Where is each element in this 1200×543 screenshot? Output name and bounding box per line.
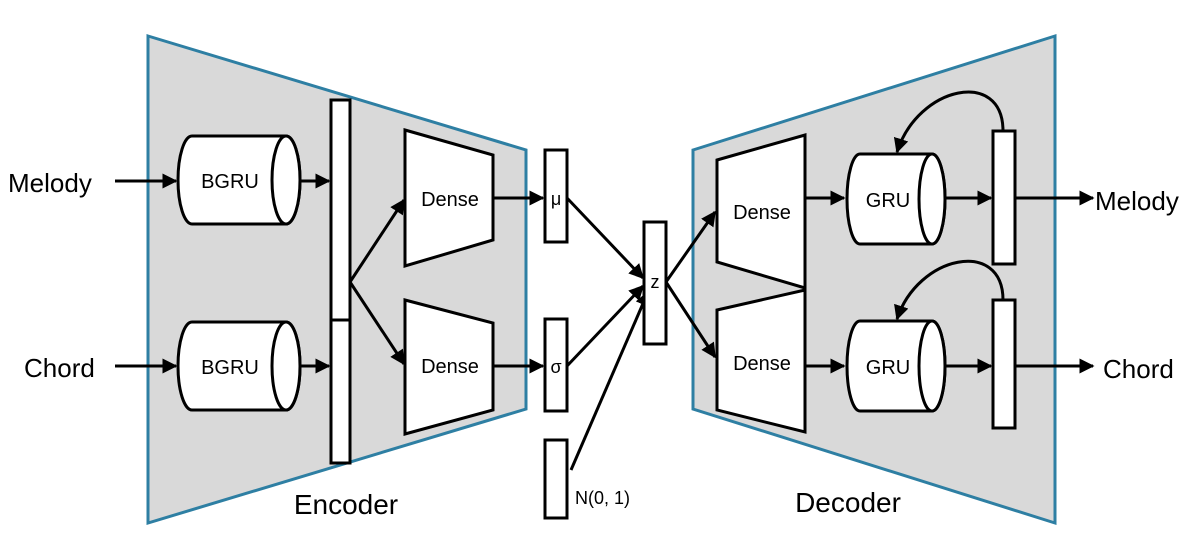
- mu-bar: [543, 148, 569, 244]
- gru-bottom: GRU: [845, 319, 947, 413]
- decoder-out-bar-bottom: [991, 298, 1017, 430]
- encoder-dense-top-label: Dense: [421, 189, 479, 211]
- arrow-noise-z: [569, 290, 650, 471]
- decoder-dense-bottom: Dense: [715, 288, 807, 434]
- gru-top: GRU: [845, 152, 947, 246]
- sigma-label: σ: [550, 357, 561, 377]
- decoder-dense-bottom-label: Dense: [733, 353, 791, 375]
- output-melody-label: Melody: [1095, 186, 1179, 216]
- arrow-mu-z: [565, 196, 645, 280]
- decoder-dense-top: Dense: [715, 133, 807, 291]
- decoder-label: Decoder: [795, 487, 901, 518]
- arrow-concat-dense-top: [348, 198, 406, 283]
- bgru-top-label: BGRU: [201, 171, 259, 193]
- noise-label: N(0, 1): [575, 488, 630, 508]
- input-melody-label: Melody: [8, 168, 92, 198]
- gru-top-label: GRU: [866, 190, 910, 212]
- output-chord-label: Chord: [1103, 354, 1174, 384]
- mu-label: μ: [551, 189, 561, 209]
- arrow-z-dense-bottom: [664, 281, 717, 359]
- input-chord-label: Chord: [24, 353, 95, 383]
- encoder-dense-bottom-label: Dense: [421, 356, 479, 378]
- feedback-arc-bottom: [894, 259, 1005, 321]
- bgru-top: BGRU: [176, 134, 302, 226]
- encoder-dense-top: Dense: [403, 128, 495, 269]
- arrow-concat-dense-bottom: [348, 281, 406, 366]
- noise-bar: [543, 438, 569, 520]
- decoder-dense-top-label: Dense: [733, 202, 791, 224]
- arrow-z-dense-top: [664, 210, 717, 283]
- bgru-bottom-label: BGRU: [201, 357, 259, 379]
- encoder-dense-bottom: Dense: [403, 298, 495, 436]
- concat-bar: [329, 98, 352, 465]
- arrow-sigma-z: [565, 284, 645, 368]
- gru-bottom-label: GRU: [866, 357, 910, 379]
- decoder-panel: [691, 33, 1057, 526]
- decoder-out-bar-top: [991, 129, 1017, 266]
- feedback-arc-top: [893, 90, 1005, 154]
- bgru-bottom: BGRU: [176, 320, 302, 412]
- encoder-label: Encoder: [294, 489, 398, 520]
- z-label: z: [651, 272, 660, 292]
